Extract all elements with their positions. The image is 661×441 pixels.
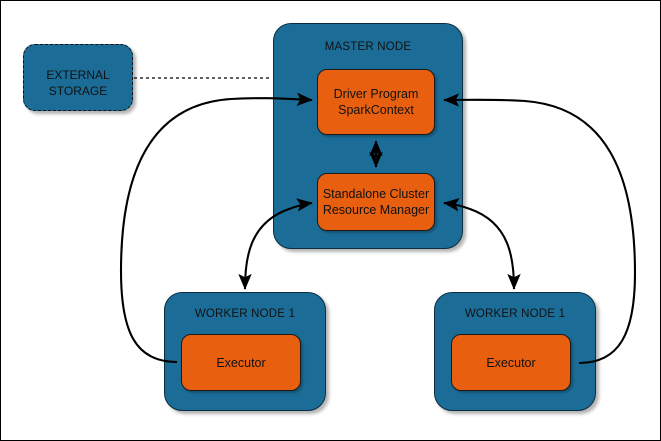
external-storage-node: EXTERNAL STORAGE [23,44,133,111]
worker-node-right-executor: Executor [451,334,571,391]
resource-manager-box: Standalone Cluster Resource Manager [317,173,435,231]
driver-program-box: Driver Program SparkContext [317,69,435,135]
external-storage-label: EXTERNAL STORAGE [46,68,110,98]
worker-node-left-executor: Executor [181,334,301,391]
worker-node-left-title: WORKER NODE 1 [194,308,296,320]
master-node-title: MASTER NODE [324,41,412,53]
worker-node-right-title: WORKER NODE 1 [464,308,566,320]
